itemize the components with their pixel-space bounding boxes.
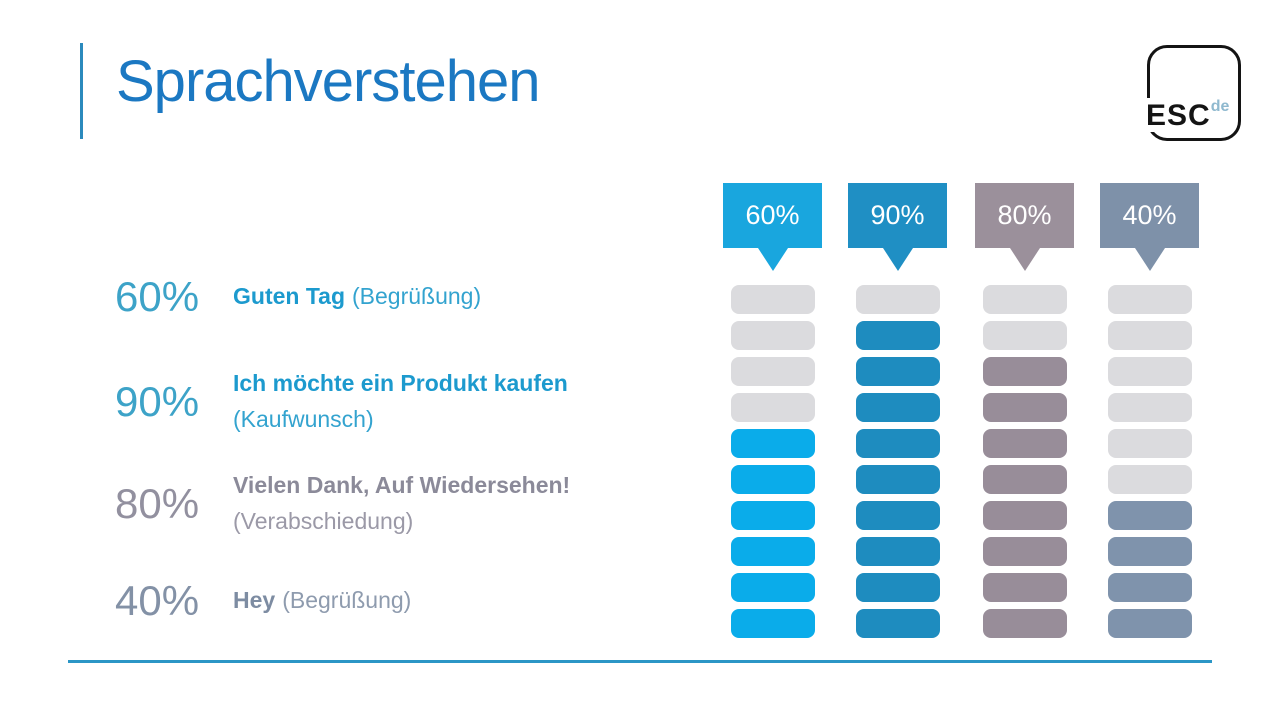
callout-label-90: 90% xyxy=(848,183,947,248)
bar-segment-filled xyxy=(855,393,940,422)
callout-tail xyxy=(882,248,913,271)
bar-segment-empty xyxy=(730,285,815,314)
bar-column-90: 90% xyxy=(848,183,947,645)
callout-tail xyxy=(757,248,788,271)
bar-segment-empty xyxy=(982,321,1067,350)
bar-segment-filled xyxy=(855,465,940,494)
callout-label-40: 40% xyxy=(1100,183,1199,248)
callout-label-80: 80% xyxy=(975,183,1074,248)
legend-category: (Begrüßung) xyxy=(282,587,412,614)
bar-segment-filled xyxy=(730,465,815,494)
bar-segment-filled xyxy=(855,501,940,530)
bar-segments xyxy=(1100,285,1199,638)
bar-segment-filled xyxy=(982,393,1067,422)
bar-segment-filled xyxy=(1107,537,1192,566)
bar-segment-filled xyxy=(855,609,940,638)
esc-logo-superscript: de xyxy=(1210,98,1230,115)
bar-segment-empty xyxy=(1107,465,1192,494)
legend-category: (Verabschiedung) xyxy=(233,507,414,534)
legend-row-vielen-dank: 80% Vielen Dank, Auf Wiedersehen! (Verabs… xyxy=(115,468,570,539)
legend-row-hey: 40% Hey(Begrüßung) xyxy=(115,580,411,622)
bar-segment-empty xyxy=(1107,429,1192,458)
bar-segments xyxy=(723,285,822,638)
bar-column-60: 60% xyxy=(723,183,822,645)
bar-segment-filled xyxy=(1107,501,1192,530)
bar-segment-empty xyxy=(730,321,815,350)
bar-segment-filled xyxy=(982,429,1067,458)
bottom-divider-line xyxy=(68,660,1212,663)
legend-text: Vielen Dank, Auf Wiedersehen! (Verabschie… xyxy=(233,468,570,539)
legend-row-guten-tag: 60% Guten Tag(Begrüßung) xyxy=(115,276,481,318)
bar-column-80: 80% xyxy=(975,183,1074,645)
legend-phrase: Hey xyxy=(233,587,276,614)
legend-text: Guten Tag(Begrüßung) xyxy=(233,279,481,315)
bar-segment-filled xyxy=(982,537,1067,566)
bar-segment-empty xyxy=(982,285,1067,314)
bar-segment-filled xyxy=(1107,609,1192,638)
legend-value: 60% xyxy=(115,273,200,320)
bar-segment-filled xyxy=(855,321,940,350)
bar-segment-empty xyxy=(730,393,815,422)
bar-segment-empty xyxy=(1107,393,1192,422)
legend-phrase: Guten Tag xyxy=(233,283,346,310)
bar-segment-filled xyxy=(730,609,815,638)
bar-segment-filled xyxy=(730,573,815,602)
callout-label-60: 60% xyxy=(723,183,822,248)
bar-segment-filled xyxy=(982,465,1067,494)
bar-segment-filled xyxy=(982,609,1067,638)
legend-category: (Begrüßung) xyxy=(352,283,482,310)
legend-value: 40% xyxy=(115,577,200,624)
callout-tail xyxy=(1134,248,1165,271)
esc-logo-label: ESC xyxy=(1146,99,1211,132)
bar-segment-filled xyxy=(855,537,940,566)
bar-segment-empty xyxy=(855,285,940,314)
legend-phrase: Vielen Dank, Auf Wiedersehen! xyxy=(233,472,571,498)
legend-phrase: Ich möchte ein Produkt kaufen xyxy=(233,370,568,396)
bar-segment-empty xyxy=(1107,357,1192,386)
legend-row-produkt-kaufen: 90% Ich möchte ein Produkt kaufen (Kaufwu… xyxy=(115,366,568,437)
legend-value: 90% xyxy=(115,377,200,425)
esc-logo-text: ESCde xyxy=(1144,98,1233,132)
callout-tail xyxy=(1009,248,1040,271)
esc-logo: ESCde xyxy=(1144,45,1241,141)
legend-category: (Kaufwunsch) xyxy=(233,405,374,432)
bar-segment-filled xyxy=(730,429,815,458)
bar-segment-empty xyxy=(1107,321,1192,350)
bar-segments xyxy=(975,285,1074,638)
page-title: Sprachverstehen xyxy=(116,49,540,114)
bar-segment-filled xyxy=(855,429,940,458)
legend-text: Ich möchte ein Produkt kaufen (Kaufwunsch… xyxy=(233,366,568,437)
bar-segment-filled xyxy=(855,357,940,386)
legend-text: Hey(Begrüßung) xyxy=(233,583,411,619)
legend-value: 80% xyxy=(115,479,200,527)
bar-segment-filled xyxy=(982,357,1067,386)
bar-segments xyxy=(848,285,947,638)
bar-segment-empty xyxy=(730,357,815,386)
bar-segment-filled xyxy=(1107,573,1192,602)
bar-column-40: 40% xyxy=(1100,183,1199,645)
bar-segment-filled xyxy=(855,573,940,602)
bar-segment-empty xyxy=(1107,285,1192,314)
bar-segment-filled xyxy=(730,501,815,530)
bar-segment-filled xyxy=(982,573,1067,602)
bar-segment-filled xyxy=(730,537,815,566)
bar-segment-filled xyxy=(982,501,1067,530)
title-accent-bar xyxy=(80,43,83,139)
